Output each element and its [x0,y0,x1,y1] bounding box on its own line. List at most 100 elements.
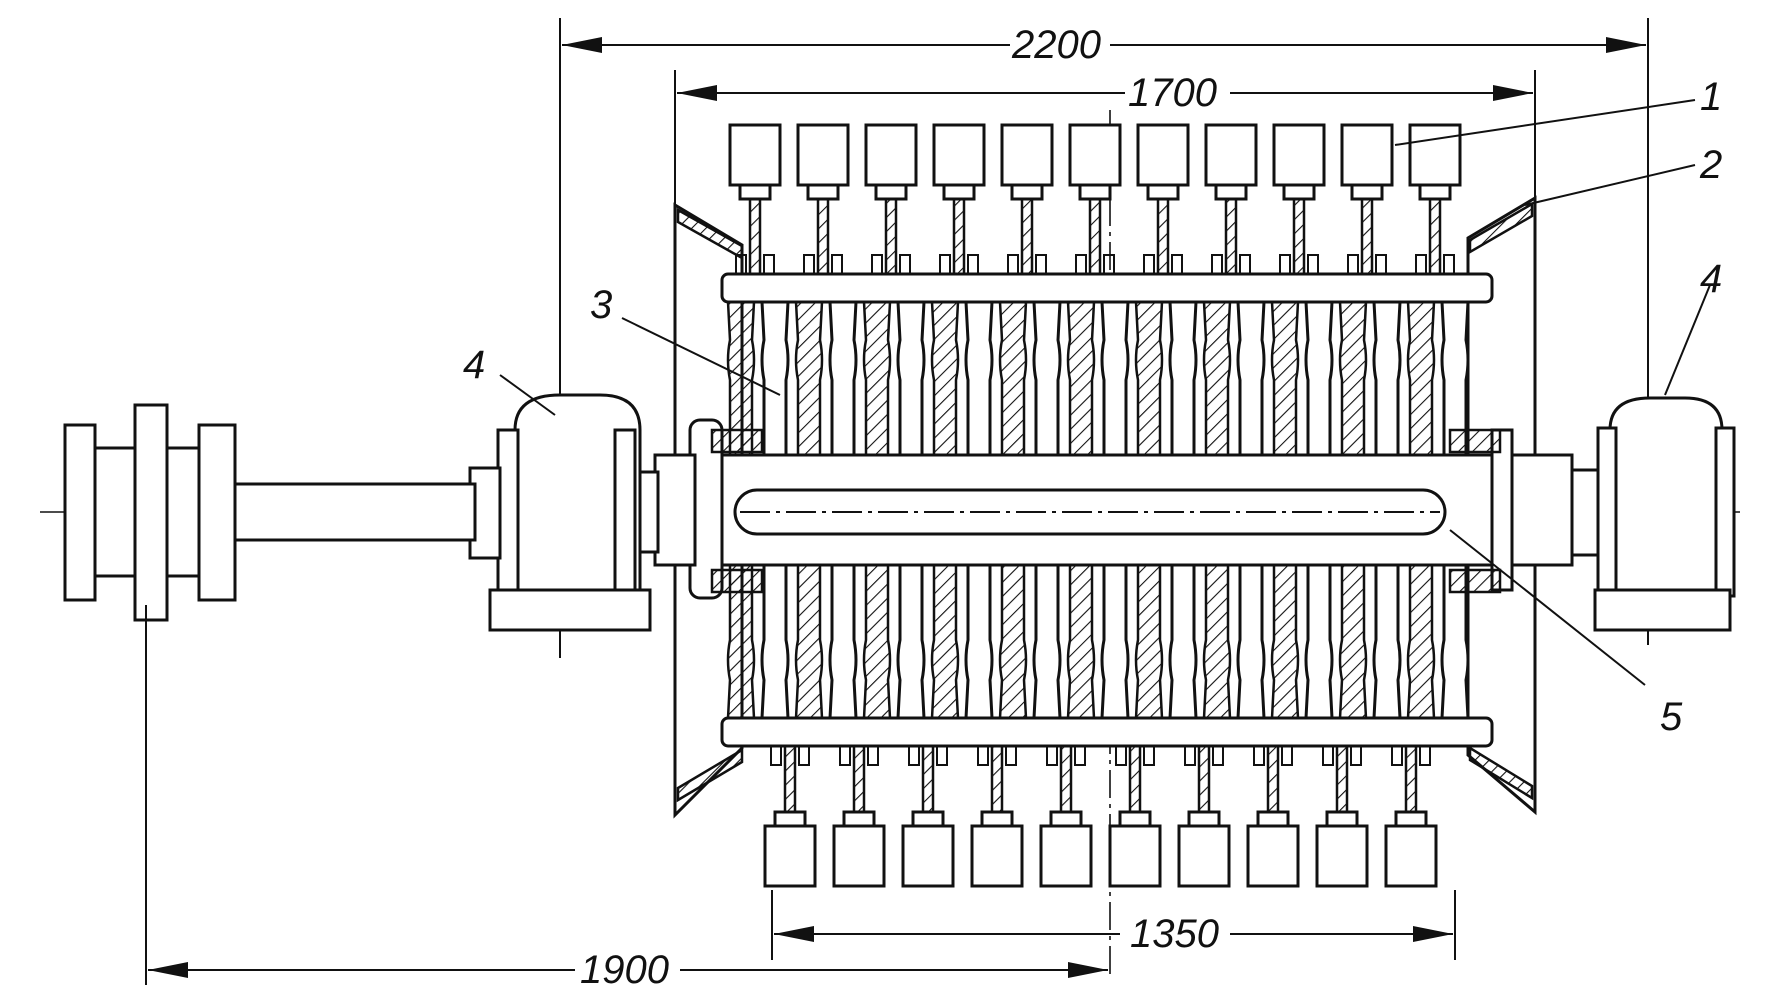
hammer-neck [874,183,908,201]
hammer-neck [1394,810,1428,828]
callout-4-left: 4 [463,343,556,416]
hammer-neck [738,183,772,201]
hammer-clevis [1007,254,1019,274]
dimension-1700: 1700 [674,70,1536,205]
callout-1: 1 [1394,75,1722,146]
upper-hammer-2 [796,123,850,276]
lower-disc-7 [930,563,960,720]
hammer-neck [1282,183,1316,201]
upper-disc-5 [862,300,892,457]
hammer-head [1000,123,1054,187]
lower-disc-14 [1168,563,1198,720]
hammer-head [1384,824,1438,888]
lower-disc-22 [1440,563,1470,720]
hammer-head [970,824,1024,888]
hammer-neck [1418,183,1452,201]
hammer-neck [911,810,945,828]
callout-4-left-label: 4 [463,343,485,387]
hammer-arm [884,197,898,276]
upper-disc-7 [930,300,960,457]
hammer-clevis [1184,746,1196,766]
lower-hammer-10 [1384,744,1438,888]
lower-hammer-6 [1108,744,1162,888]
hammer-head [1246,824,1300,888]
hammer-head [832,824,886,888]
callout-4-right: 4 [1664,257,1722,396]
drive-shaft [233,482,477,542]
hammer-clevis [977,746,989,766]
callout-2: 2 [1524,143,1722,206]
hammer-clevis [1115,746,1127,766]
hammer-clevis [831,254,843,274]
lower-hammer-5 [1039,744,1093,888]
hammer-arm [1360,197,1374,276]
hammer-clevis [735,254,747,274]
upper-hammer-1 [728,123,782,276]
hammer-neck [1078,183,1112,201]
lower-disc-17 [1270,563,1300,720]
hammer-clevis [1239,254,1251,274]
upper-disc-16 [1236,300,1266,457]
upper-disc-21 [1406,300,1436,457]
lower-hammer-7 [1177,744,1231,888]
hammer-head [1068,123,1122,187]
dimension-1900-label: 1900 [580,948,669,991]
upper-hammer-9 [1272,123,1326,276]
hammer-head [1108,824,1162,888]
lower-hammer-1 [763,744,817,888]
hammer-clevis [1075,254,1087,274]
dimension-1350: 1350 [771,890,1456,960]
lower-hammer-9 [1315,744,1369,888]
hammer-clevis [1281,746,1293,766]
hammer-clevis [1279,254,1291,274]
hammer-head [1136,123,1190,187]
hammer-clevis [1074,746,1086,766]
lower-disc-20 [1372,563,1402,720]
lower-disc-3 [794,563,824,720]
hammer-clevis [1375,254,1387,274]
upper-disc-4 [828,300,858,457]
right-shaft-journal [1510,453,1604,567]
upper-disc-2 [760,300,790,457]
hammer-clevis [1171,254,1183,274]
hammer-clevis [1143,254,1155,274]
coupling [63,403,237,622]
callout-3: 3 [590,283,781,396]
hammer-clevis [798,746,810,766]
hammer-neck [806,183,840,201]
hammer-clevis [1035,254,1047,274]
left-bearing-housing [468,393,652,632]
callout-4-right-label: 4 [1700,257,1722,301]
hammer-neck [1049,810,1083,828]
hammer-clevis [936,746,948,766]
hammer-clevis [1350,746,1362,766]
lower-hammer-8 [1246,744,1300,888]
upper-disc-8 [964,300,994,457]
hammer-arm [1020,197,1034,276]
hammer-neck [1146,183,1180,201]
hammer-clevis [1005,746,1017,766]
lower-disc-8 [964,563,994,720]
hammer-clevis [899,254,911,274]
upper-disc-15 [1202,300,1232,457]
hammer-head [864,123,918,187]
rotor-shaft [688,418,1514,600]
lower-disc-1 [726,563,756,720]
upper-disc-20 [1372,300,1402,457]
hammer-clevis [1443,254,1455,274]
hammer-clevis [1419,746,1431,766]
upper-hammer-10 [1340,123,1394,276]
lower-hammer-3 [901,744,955,888]
upper-disc-12 [1100,300,1130,457]
lower-disc-18 [1304,563,1334,720]
hammer-neck [980,810,1014,828]
upper-disc-stack [726,300,1470,457]
upper-disc-11 [1066,300,1096,457]
hammer-clevis [1212,746,1224,766]
lower-hammer-2 [832,744,886,888]
hammer-clevis [1307,254,1319,274]
hammer-clevis [1046,746,1058,766]
callout-1-label: 1 [1700,75,1722,119]
upper-hammer-axle [720,272,1494,304]
